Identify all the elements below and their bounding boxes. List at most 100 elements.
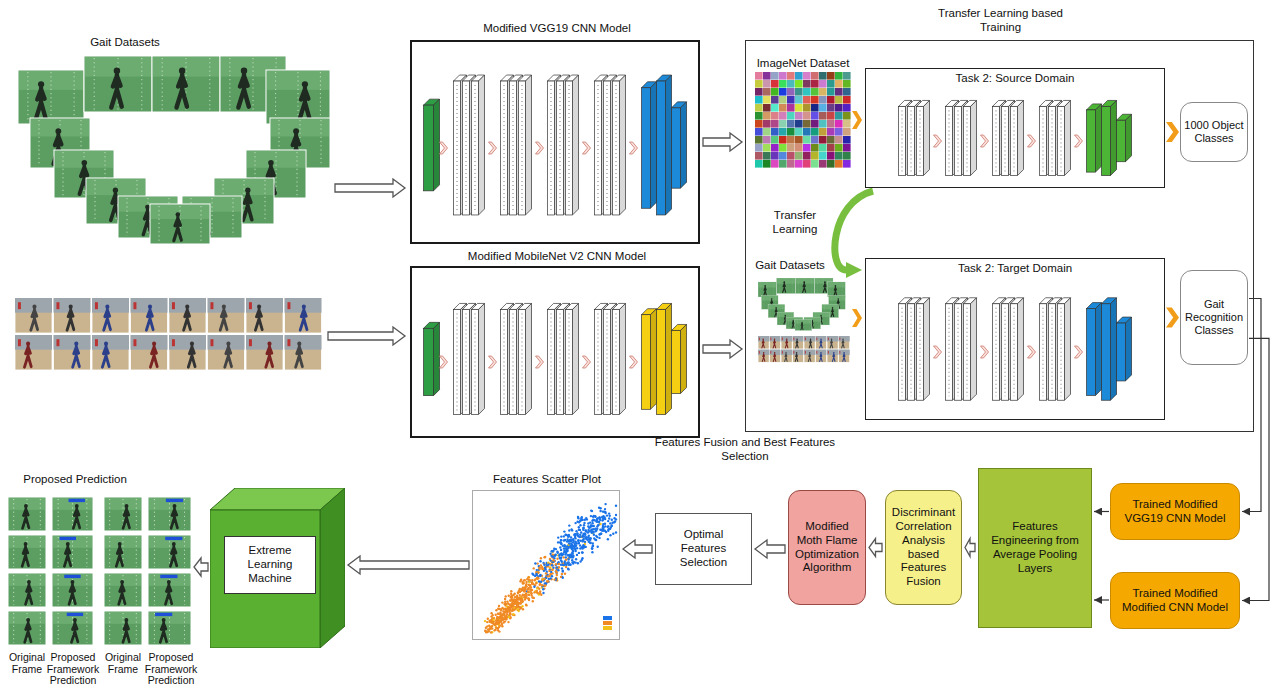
gait-frame bbox=[148, 573, 191, 607]
prediction-bar bbox=[69, 499, 85, 502]
mosaic-tile bbox=[787, 152, 795, 160]
scatter-dot bbox=[493, 629, 495, 631]
scatter-dot bbox=[587, 531, 589, 533]
scatter-dot bbox=[550, 559, 552, 561]
layer-front bbox=[613, 309, 620, 414]
mosaic-tile bbox=[819, 144, 827, 152]
scatter-dot bbox=[556, 551, 558, 553]
scatter-dot bbox=[553, 578, 555, 580]
scatter-dot bbox=[496, 618, 498, 620]
label: Gait Datasets bbox=[750, 259, 830, 273]
scatter-dot bbox=[492, 614, 494, 616]
scatter-dot bbox=[547, 580, 549, 582]
mosaic-tile bbox=[811, 72, 819, 80]
layer-dots bbox=[466, 85, 467, 211]
frame-dots bbox=[154, 613, 155, 643]
frame-dots bbox=[109, 575, 110, 605]
scatter-dot bbox=[530, 594, 532, 596]
scatter-dot bbox=[506, 601, 508, 603]
scatter-dot bbox=[591, 528, 593, 530]
scatter-key bbox=[603, 616, 612, 620]
frame-dots bbox=[842, 282, 843, 296]
mosaic-tile bbox=[771, 136, 779, 144]
mosaic-tile bbox=[843, 144, 851, 152]
walker-body bbox=[795, 354, 798, 362]
layer-dots bbox=[616, 313, 617, 410]
walker-body bbox=[783, 283, 786, 292]
gait-frame bbox=[15, 298, 52, 333]
frame-dots bbox=[95, 180, 96, 222]
scatter-dot bbox=[578, 521, 580, 523]
frame-wall bbox=[246, 335, 283, 350]
frame-marker bbox=[95, 302, 98, 309]
frame-marker bbox=[249, 302, 252, 309]
mosaic-tile bbox=[755, 112, 763, 120]
layer-dots bbox=[504, 313, 505, 410]
mosaic-tile bbox=[819, 88, 827, 96]
scatter-dot bbox=[551, 569, 553, 571]
walker-body bbox=[255, 309, 262, 330]
scatter-dot bbox=[543, 564, 545, 566]
flow-chevron bbox=[852, 309, 862, 327]
scatter-dot bbox=[609, 534, 611, 536]
frame-dots bbox=[72, 537, 73, 567]
scatter-dot bbox=[536, 562, 538, 564]
mosaic-tile bbox=[835, 96, 843, 104]
layer-front bbox=[424, 328, 434, 395]
layer-front bbox=[1058, 304, 1065, 400]
node-text: Trained Modified VGG19 CNN Model bbox=[1115, 498, 1235, 526]
prediction-bar bbox=[64, 575, 80, 578]
layer-side-shade bbox=[1096, 104, 1102, 172]
layer-arrow bbox=[1075, 346, 1083, 358]
scatter-dot bbox=[531, 573, 533, 575]
scatter-dot bbox=[569, 539, 571, 541]
layer-side-shade bbox=[651, 309, 657, 410]
frame-dots bbox=[275, 72, 276, 122]
scatter-dot bbox=[519, 588, 521, 590]
layer-side-shade bbox=[1126, 317, 1132, 381]
scatter-dot bbox=[539, 575, 541, 577]
gait-frame bbox=[781, 336, 792, 349]
mosaic-tile bbox=[763, 112, 771, 120]
scatter-dot bbox=[583, 524, 585, 526]
scatter-dot bbox=[495, 609, 497, 611]
scatter-dot bbox=[602, 510, 604, 512]
layer-dots bbox=[522, 313, 523, 410]
layer-front bbox=[1087, 309, 1096, 396]
scatter-dot bbox=[566, 562, 568, 564]
frame-dots bbox=[86, 613, 87, 643]
scatter-dot bbox=[555, 567, 557, 569]
mosaic-tile bbox=[779, 72, 787, 80]
frame-wall bbox=[208, 298, 245, 313]
scatter-dot bbox=[563, 551, 565, 553]
scatter-dot bbox=[564, 539, 566, 541]
scatter-dot bbox=[513, 614, 515, 616]
walker-body bbox=[803, 283, 806, 292]
layer-front bbox=[1040, 106, 1047, 175]
frame-marker bbox=[770, 338, 772, 341]
layer-arrow bbox=[630, 142, 638, 154]
frame-wall bbox=[169, 335, 206, 350]
frame-wall bbox=[827, 336, 838, 341]
scatter-dot bbox=[592, 516, 594, 518]
frame-dots bbox=[58, 575, 59, 605]
scatter-dot bbox=[568, 554, 570, 556]
domain-box: Task 2: Target Domain bbox=[865, 258, 1165, 420]
scatter-dot bbox=[608, 517, 610, 519]
frame-wall bbox=[285, 335, 322, 350]
layer-dots bbox=[1052, 110, 1053, 171]
walker-body bbox=[146, 309, 153, 330]
layer-side-shade bbox=[1126, 114, 1132, 161]
mosaic-tile bbox=[827, 136, 835, 144]
mosaic-tile bbox=[779, 112, 787, 120]
scatter-dot bbox=[568, 535, 570, 537]
scatter-dot bbox=[549, 573, 551, 575]
mosaic-tile bbox=[795, 160, 803, 168]
scatter-dot bbox=[499, 615, 501, 617]
scatter-dot bbox=[490, 612, 492, 614]
layer-front bbox=[964, 106, 971, 175]
frame-marker bbox=[18, 339, 21, 346]
frame-marker bbox=[56, 339, 59, 346]
model-box: Modified VGG19 CNN Model bbox=[410, 40, 700, 244]
layer-front bbox=[899, 304, 906, 400]
